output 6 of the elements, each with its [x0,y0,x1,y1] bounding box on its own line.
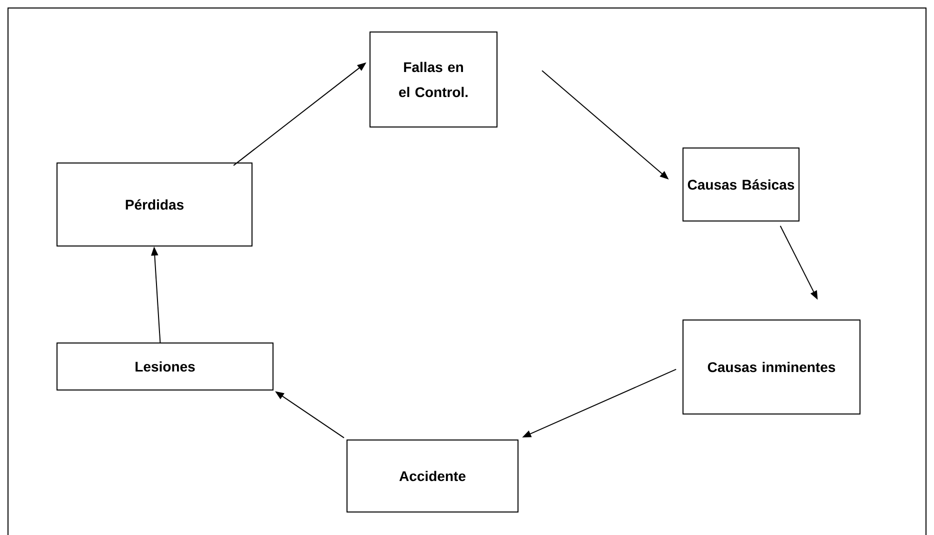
process-box: Causas inminentes [682,320,860,414]
process-box: Lesiones [56,342,274,390]
process-box: Causas Básicas [682,148,800,222]
process-box: Accidente [346,440,518,512]
process-box: Pérdidas [56,162,252,246]
process-box: Fallas en el Control. [370,32,498,128]
